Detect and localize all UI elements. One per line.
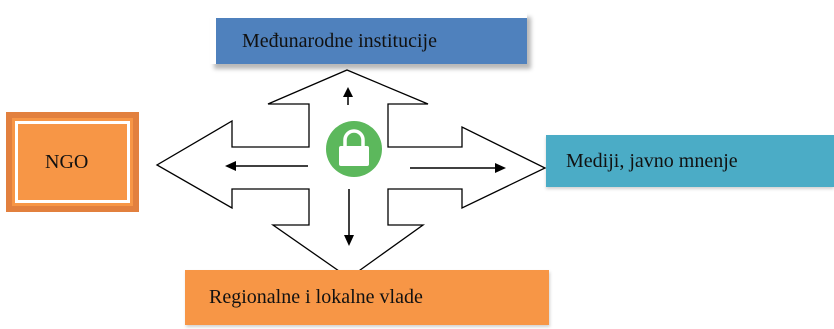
node-ngo-label: NGO [45, 150, 89, 173]
node-regional-local-governments-label: Regionalne i lokalne vlade [209, 286, 423, 308]
arrow-right [410, 163, 506, 173]
node-media-public-opinion: Mediji, javno mnenje [546, 135, 834, 187]
arrow-left [225, 161, 308, 171]
node-international-institutions: Međunarodne institucije [210, 12, 527, 64]
arrow-up [343, 87, 353, 105]
lock-icon [326, 121, 382, 177]
node-media-public-opinion-label: Mediji, javno mnenje [566, 149, 738, 172]
node-regional-local-governments: Regionalne i lokalne vlade [185, 270, 549, 325]
node-ngo: NGO [6, 112, 139, 212]
arrow-down [344, 189, 354, 246]
node-international-institutions-label: Međunarodne institucije [242, 29, 437, 52]
